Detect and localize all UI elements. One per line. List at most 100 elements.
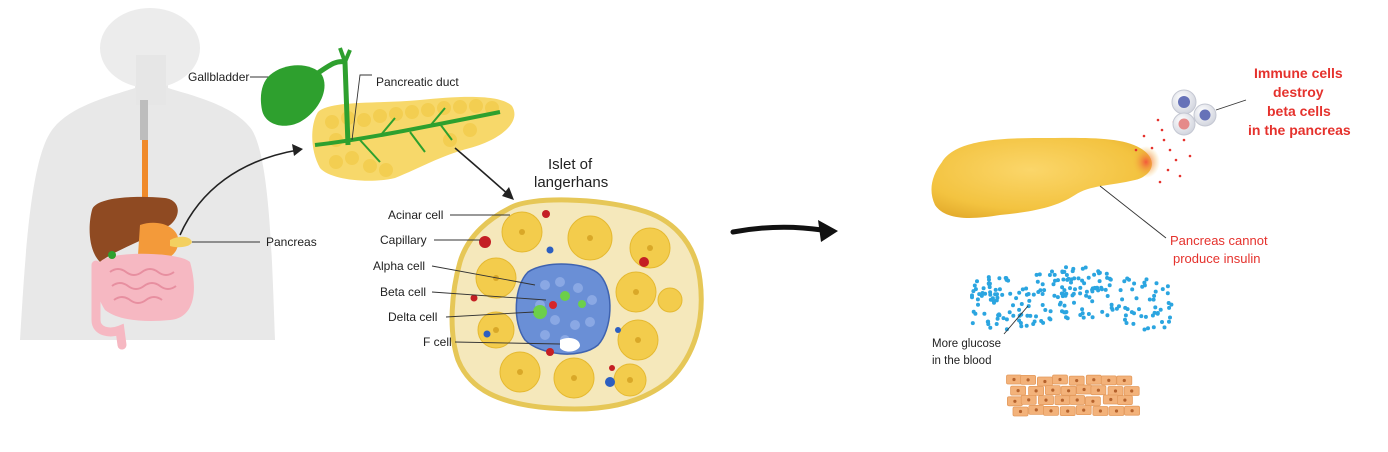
glucose-dot <box>993 287 998 292</box>
glucose-dot <box>988 297 993 302</box>
glucose-dot <box>1060 294 1065 299</box>
tissue-cell-nucleus <box>1082 408 1086 412</box>
liver <box>89 196 178 262</box>
glucose-dot <box>1052 272 1057 277</box>
tissue-cell-nucleus <box>1027 398 1031 402</box>
glucose-dot <box>1168 315 1172 320</box>
glucose-dot <box>1041 320 1046 325</box>
glucose-dot <box>1008 291 1013 296</box>
glucose-dot <box>1056 278 1060 283</box>
glucose-dot <box>1019 302 1024 306</box>
glucose-dot <box>1057 302 1062 307</box>
label-glucose-line2: in the blood <box>932 355 991 367</box>
label-delta-cell: Delta cell <box>388 310 437 324</box>
label-cannot-line2: produce insulin <box>1173 251 1260 266</box>
glucose-dot <box>988 325 993 330</box>
glucose-dot <box>1129 310 1134 315</box>
tissue-cell-nucleus <box>1130 409 1134 413</box>
damaged-pancreas <box>931 118 1192 218</box>
tissue-cell-nucleus <box>1034 389 1038 393</box>
glucose-dot <box>1096 288 1101 293</box>
label-immune-line4: in the pancreas <box>1248 122 1351 138</box>
label-immune-line3: beta cells <box>1267 103 1331 119</box>
glucose-dot <box>1090 315 1095 320</box>
glucose-dot <box>1050 269 1054 274</box>
glucose-dot <box>1004 276 1009 281</box>
glucose-dot <box>1084 289 1089 294</box>
glucose-dot <box>1096 269 1101 274</box>
glucose-dot <box>1092 272 1097 277</box>
glucose-dot <box>976 302 980 307</box>
glucose-dot <box>1076 276 1081 281</box>
islet-title-line2: langerhans <box>534 174 608 191</box>
pancreas-detail-illustration <box>260 47 515 181</box>
label-pancreatic-duct: Pancreatic duct <box>376 75 459 89</box>
glucose-dot <box>1134 296 1139 301</box>
glucose-dot <box>1162 325 1167 330</box>
glucose-dot <box>1038 288 1043 293</box>
islet-illustration <box>449 197 704 412</box>
glucose-dot <box>1155 311 1160 316</box>
human-torso-illustration <box>20 8 275 350</box>
glucose-dot <box>1146 326 1150 331</box>
tissue-cell-nucleus <box>1026 378 1030 382</box>
glucose-dot <box>977 292 982 297</box>
glucose-dot <box>1053 278 1057 283</box>
tissue-cells <box>1006 374 1140 417</box>
glucose-dot <box>1144 277 1149 282</box>
glucose-dot <box>1130 287 1135 292</box>
label-alpha-cell: Alpha cell <box>373 259 425 273</box>
glucose-dot <box>1142 327 1147 332</box>
glucose-dot <box>972 283 977 288</box>
tissue-cell-nucleus <box>1096 388 1100 392</box>
glucose-dot <box>1123 305 1128 310</box>
glucose-dot <box>1060 270 1065 275</box>
glucose-dot <box>986 281 991 286</box>
glucose-dot <box>1142 280 1147 285</box>
glucose-dot <box>1065 277 1070 282</box>
gallbladder <box>260 65 325 126</box>
glucose-dot <box>1120 297 1125 302</box>
glucose-dot <box>1158 307 1163 312</box>
tissue-cell-nucleus <box>1075 398 1079 402</box>
glucose-dot <box>1073 287 1077 292</box>
tissue-cell-nucleus <box>1122 378 1126 383</box>
tissue-cell-nucleus <box>1066 409 1070 413</box>
glucose-dot <box>1139 314 1144 319</box>
glucose-dot <box>988 292 993 297</box>
glucose-dot <box>1017 307 1022 312</box>
label-glucose-line1: More glucose <box>932 338 1001 350</box>
tissue-cell-nucleus <box>1107 378 1111 382</box>
glucose-dot <box>1004 317 1009 322</box>
glucose-dot <box>1026 292 1031 296</box>
glucose-dot <box>1166 301 1171 305</box>
glucose-dot <box>997 312 1001 317</box>
glucose-dot <box>1097 279 1102 284</box>
label-beta-cell: Beta cell <box>380 285 426 299</box>
glucose-dot <box>1020 287 1025 292</box>
glucose-dot <box>1062 288 1067 293</box>
glucose-dot <box>973 311 978 316</box>
tissue-cell-nucleus <box>1044 398 1048 402</box>
glucose-dot <box>1090 299 1095 304</box>
label-gallbladder: Gallbladder <box>188 70 249 84</box>
glucose-dot <box>982 311 987 316</box>
glucose-dot <box>1081 315 1086 320</box>
glucose-dot <box>1065 316 1070 321</box>
tissue-cell-nucleus <box>1082 387 1086 392</box>
glucose-dot <box>1147 297 1152 302</box>
arrow-pancreas-to-islet <box>454 147 511 197</box>
glucose-dot <box>1167 305 1172 310</box>
glucose-dot <box>1165 284 1170 289</box>
glucose-dot <box>1086 275 1091 280</box>
glucose-dot <box>1064 265 1068 270</box>
glucose-dot <box>1035 279 1040 284</box>
glucose-dot <box>1064 310 1069 314</box>
glucose-dot <box>1124 321 1129 325</box>
glucose-dot <box>1105 275 1110 280</box>
label-immune-line1: Immune cells <box>1254 65 1343 81</box>
glucose-dot <box>1127 277 1131 282</box>
glucose-dot <box>1080 266 1085 271</box>
glucose-dot <box>1100 309 1105 314</box>
